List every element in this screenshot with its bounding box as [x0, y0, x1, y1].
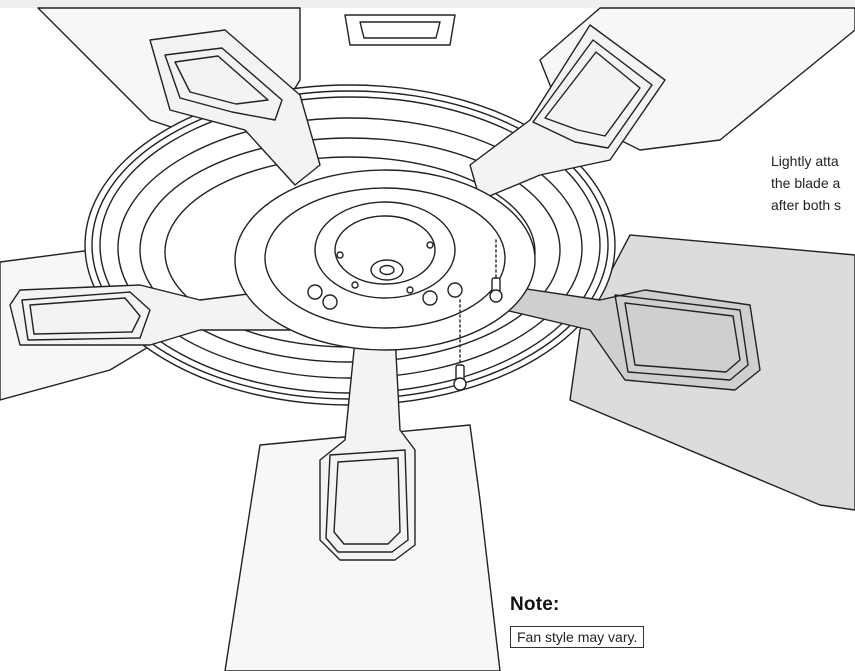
screw-hole	[351, 281, 359, 289]
screw-hole	[336, 251, 344, 259]
top-border	[0, 0, 855, 8]
note-title: Note:	[510, 594, 560, 615]
blade-screw	[489, 277, 503, 303]
callout-line-2: the blade a	[771, 175, 841, 191]
instruction-callout: Lightly atta the blade a after both s	[771, 150, 841, 216]
blade-arm-top-left	[149, 29, 321, 186]
callout-line-3: after both s	[771, 197, 842, 213]
screw-hole	[426, 241, 434, 249]
callout-line-1: Lightly atta	[771, 153, 839, 169]
blade-screw	[453, 364, 467, 391]
center-hub	[370, 259, 404, 281]
plate-screws	[307, 282, 463, 310]
note-box: Fan style may vary.	[510, 626, 645, 648]
blade-arm-bottom	[319, 334, 416, 561]
screw-hole	[406, 286, 414, 294]
